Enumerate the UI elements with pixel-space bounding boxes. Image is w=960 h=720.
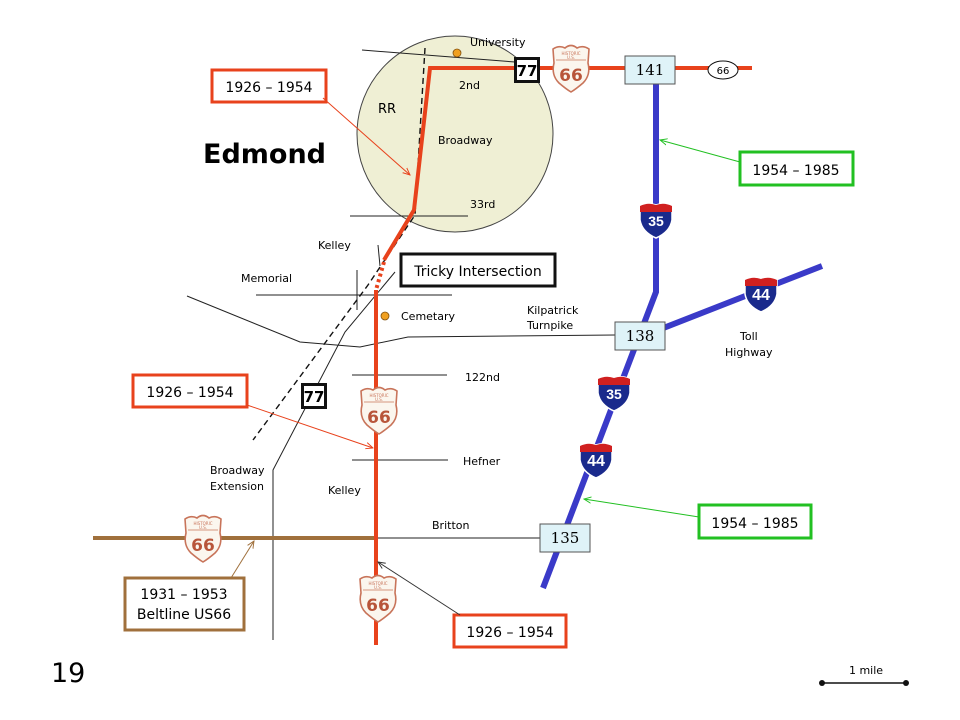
- us77-shield-north: 77: [514, 57, 540, 83]
- svg-text:U.S.: U.S.: [375, 397, 383, 402]
- callout-1926-top-left: 1926 – 1954: [210, 68, 410, 175]
- railroad-line: [252, 47, 426, 441]
- svg-text:1926 – 1954: 1926 – 1954: [466, 625, 553, 641]
- svg-text:135: 135: [551, 529, 580, 547]
- svg-text:HISTORIC: HISTORIC: [193, 521, 212, 526]
- svg-text:U.S.: U.S.: [199, 525, 207, 530]
- callout-1926-bottom: 1926 – 1954: [378, 562, 568, 649]
- svg-text:Beltline US66: Beltline US66: [137, 607, 231, 623]
- turnpike-label: Turnpike: [526, 319, 573, 332]
- svg-text:1926 – 1954: 1926 – 1954: [146, 385, 233, 401]
- svg-text:1926 – 1954: 1926 – 1954: [225, 80, 312, 96]
- svg-text:HISTORIC: HISTORIC: [561, 51, 580, 56]
- city-name: Edmond: [203, 139, 326, 170]
- svg-text:66: 66: [559, 66, 583, 86]
- callout-1926-mid-left: 1926 – 1954: [131, 373, 373, 448]
- i44-toll-road: [641, 263, 824, 339]
- i35-shield-north: 35: [639, 202, 673, 239]
- highway-label: Highway: [725, 346, 773, 359]
- state66-oval-icon: 66: [707, 60, 739, 80]
- cemetary-label: Cemetary: [401, 310, 456, 323]
- i35-shield-south: 35: [597, 375, 631, 412]
- svg-text:HISTORIC: HISTORIC: [369, 393, 388, 398]
- i35-road: [540, 70, 659, 590]
- university-label: University: [470, 36, 526, 49]
- broadway-label: Broadway: [438, 134, 493, 147]
- svg-text:141: 141: [636, 61, 665, 79]
- university-dot: [452, 48, 462, 58]
- tricky-intersection-callout: Tricky Intersection: [399, 252, 557, 288]
- svg-text:35: 35: [606, 386, 622, 402]
- svg-text:35: 35: [648, 213, 664, 229]
- second-street-label: 2nd: [459, 79, 480, 92]
- svg-text:66: 66: [191, 536, 215, 556]
- broadway-ext-label: Broadway: [210, 464, 265, 477]
- svg-text:77: 77: [517, 62, 538, 80]
- route66-shield-middle: HISTORIC U.S. 66: [360, 386, 398, 435]
- kilpatrick-label: Kilpatrick: [527, 304, 579, 317]
- route66-tricky-dots: [374, 261, 386, 291]
- callout-beltline-1931: 1931 – 1953 Beltline US66: [123, 541, 254, 632]
- i44-shield-south: 44: [579, 442, 613, 479]
- svg-text:1 mile: 1 mile: [849, 664, 883, 677]
- svg-text:1954 – 1985: 1954 – 1985: [752, 163, 839, 179]
- callout-1954-i35-bottom: 1954 – 1985: [584, 499, 813, 540]
- thirty-third-label: 33rd: [470, 198, 495, 211]
- route66-1926-road: [382, 66, 752, 262]
- svg-text:1954 – 1985: 1954 – 1985: [711, 516, 798, 532]
- one-twenty-second-label: 122nd: [465, 371, 500, 384]
- memorial-label: Memorial: [241, 272, 292, 285]
- route66-shield-beltline: HISTORIC U.S. 66: [184, 514, 222, 563]
- svg-text:U.S.: U.S.: [374, 585, 382, 590]
- svg-text:44: 44: [587, 453, 605, 470]
- toll-label: Toll: [739, 330, 758, 343]
- callout-1954-i35-top: 1954 – 1985: [660, 140, 855, 187]
- route66-shield-south: HISTORIC U.S. 66: [359, 574, 397, 623]
- svg-text:138: 138: [626, 327, 655, 345]
- svg-text:HISTORIC: HISTORIC: [368, 581, 387, 586]
- svg-text:77: 77: [304, 388, 325, 406]
- slide-number: 19: [51, 658, 85, 689]
- svg-text:66: 66: [367, 408, 391, 428]
- route66-shield-north: HISTORIC U.S. 66: [552, 44, 590, 93]
- svg-text:44: 44: [752, 287, 770, 304]
- svg-text:66: 66: [366, 596, 390, 616]
- svg-text:U.S.: U.S.: [567, 55, 575, 60]
- us77-shield-south: 77: [301, 383, 327, 409]
- svg-text:66: 66: [717, 66, 730, 77]
- svg-text:Tricky Intersection: Tricky Intersection: [413, 264, 541, 280]
- hefner-label: Hefner: [463, 455, 501, 468]
- kelley-south-label: Kelley: [328, 484, 361, 497]
- i44-shield-east: 44: [744, 276, 778, 313]
- extension-label: Extension: [210, 480, 264, 493]
- kelley-north-label: Kelley: [318, 239, 351, 252]
- exit-141-box: 141: [624, 55, 676, 85]
- exit-135-box: 135: [539, 523, 591, 553]
- exit-138-box: 138: [614, 321, 666, 351]
- britton-label: Britton: [432, 519, 469, 532]
- edmond-town-circle: [356, 35, 554, 233]
- svg-text:1931 – 1953: 1931 – 1953: [140, 587, 227, 603]
- rr-label: RR: [378, 102, 396, 117]
- cemetary-dot: [380, 311, 390, 321]
- scale-bar: 1 mile: [819, 664, 909, 686]
